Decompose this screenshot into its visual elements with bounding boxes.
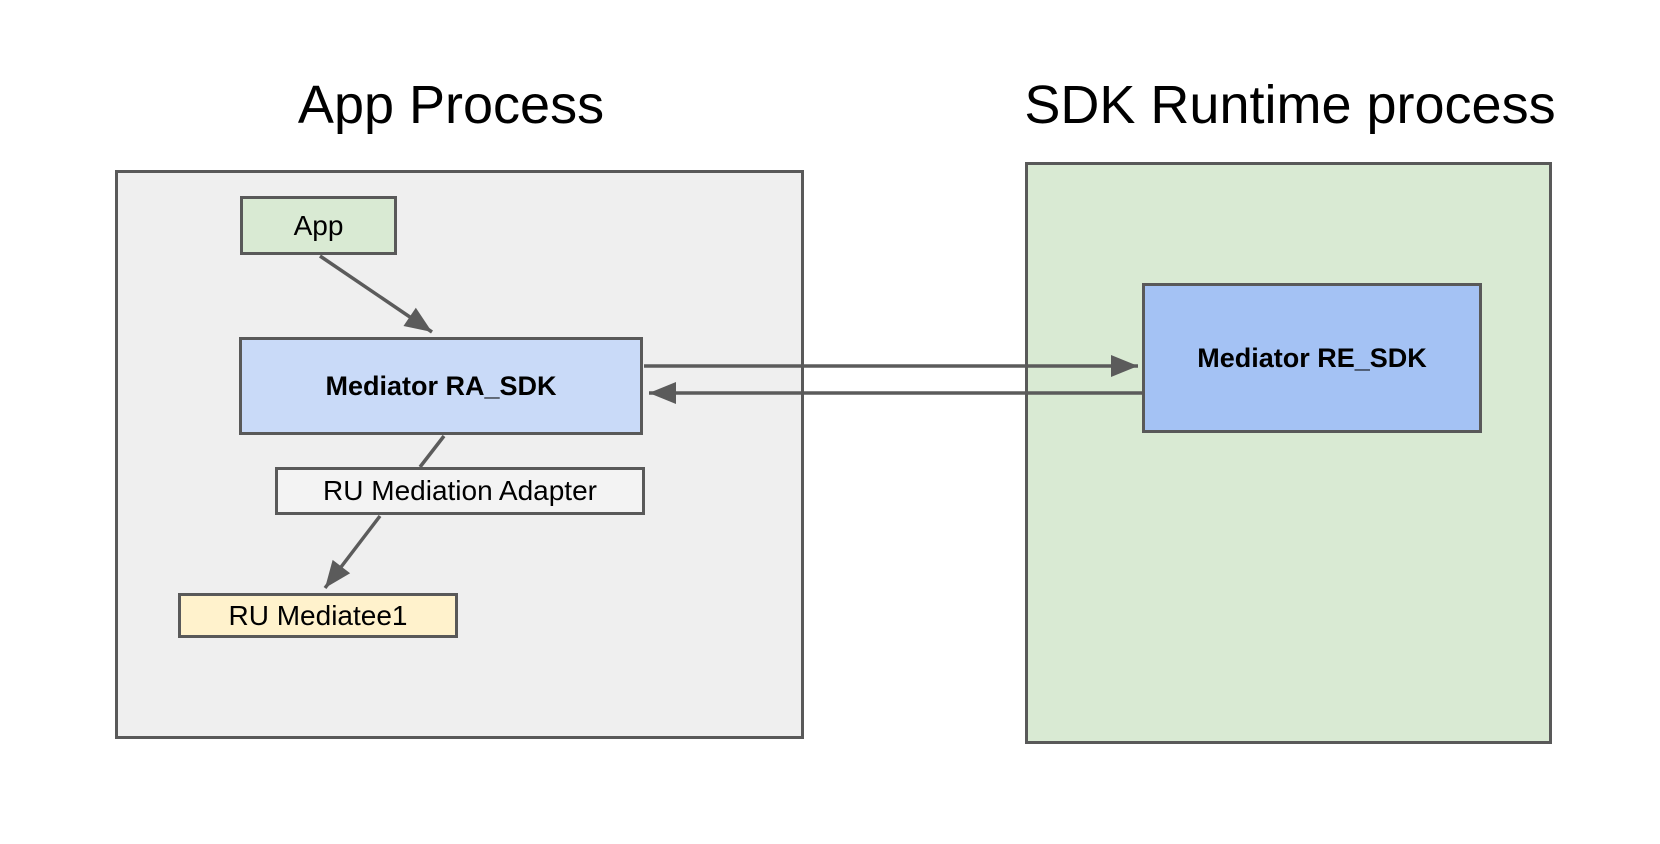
- node-app-label: App: [293, 209, 344, 241]
- node-ru-mediation-adapter-label: RU Mediation Adapter: [323, 475, 597, 506]
- node-mediator-re-sdk-label: Mediator RE_SDK: [1197, 342, 1427, 373]
- node-mediator-ra-sdk-label: Mediator RA_SDK: [325, 370, 557, 401]
- title-app-process: App Process: [297, 75, 605, 135]
- node-ru-mediation-adapter: RU Mediation Adapter: [275, 467, 645, 515]
- node-app: App: [240, 196, 397, 255]
- node-ru-mediatee1-label: RU Mediatee1: [228, 599, 408, 631]
- group-app-process: [115, 170, 804, 739]
- group-sdk-runtime-process: [1025, 162, 1552, 744]
- node-mediator-ra-sdk: Mediator RA_SDK: [239, 337, 643, 435]
- node-ru-mediatee1: RU Mediatee1: [178, 593, 458, 638]
- title-sdk-runtime-process: SDK Runtime process: [1024, 75, 1556, 135]
- node-mediator-re-sdk: Mediator RE_SDK: [1142, 283, 1482, 433]
